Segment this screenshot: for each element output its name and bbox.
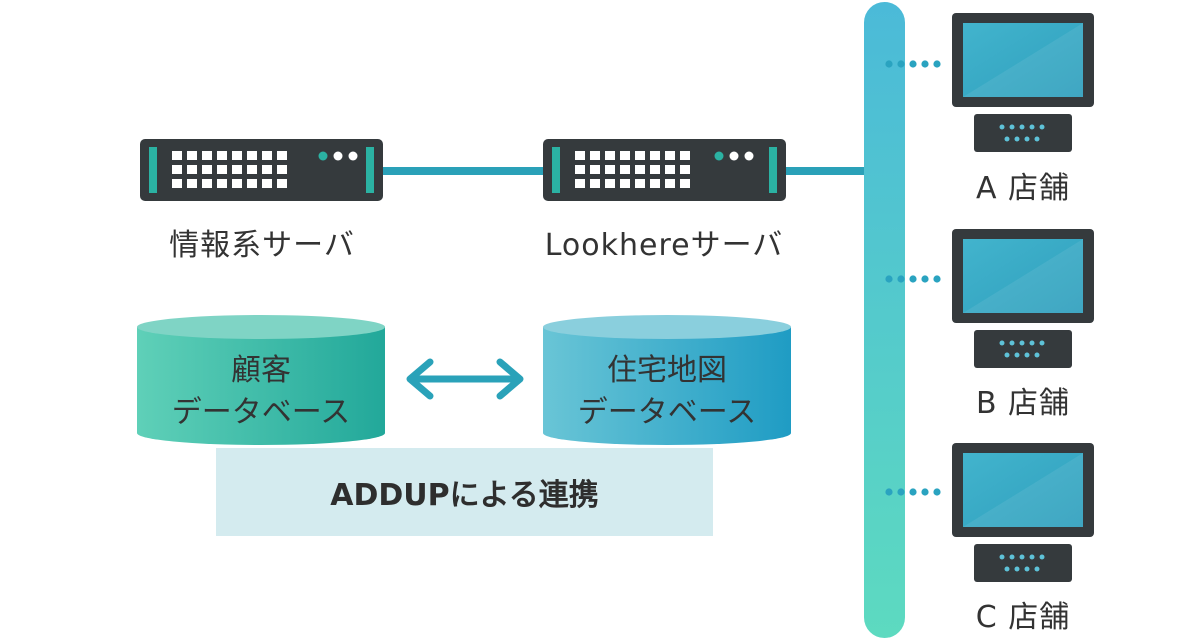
- connector-a: [885, 60, 941, 68]
- customer-database-line1: 顧客: [231, 353, 291, 388]
- addup-label: ADDUPによる連携: [330, 478, 599, 513]
- link-lookhere-to-bus: [780, 167, 868, 175]
- connector-b: [885, 275, 941, 283]
- network-bus: [864, 2, 905, 638]
- info-server-label: 情報系サーバ: [169, 228, 355, 263]
- connector-c: [885, 488, 941, 496]
- customer-database-icon: [137, 315, 385, 445]
- info-server-icon: [140, 139, 383, 201]
- map-database-icon: [543, 315, 791, 445]
- store-c-label: C 店舗: [975, 600, 1071, 635]
- store-b-label: B 店舗: [975, 386, 1071, 421]
- map-database-line1: 住宅地図: [607, 353, 727, 388]
- map-database-line2: データベース: [577, 395, 757, 430]
- store-a-label: A 店舗: [975, 171, 1071, 206]
- customer-database-line2: データベース: [171, 395, 351, 430]
- lookhere-server-icon: [543, 139, 786, 201]
- map-database-label: 住宅地図 データベース: [543, 350, 791, 434]
- store-b-terminal-icon: [952, 229, 1094, 368]
- addup-panel: ADDUPによる連携: [216, 448, 713, 536]
- lookhere-server-label: Lookhereサーバ: [544, 228, 784, 263]
- sync-arrow-icon: [406, 358, 524, 400]
- store-c-terminal-icon: [952, 443, 1094, 582]
- link-info-to-lookhere: [380, 167, 550, 175]
- customer-database-label: 顧客 データベース: [137, 350, 385, 434]
- store-a-terminal-icon: [952, 13, 1094, 152]
